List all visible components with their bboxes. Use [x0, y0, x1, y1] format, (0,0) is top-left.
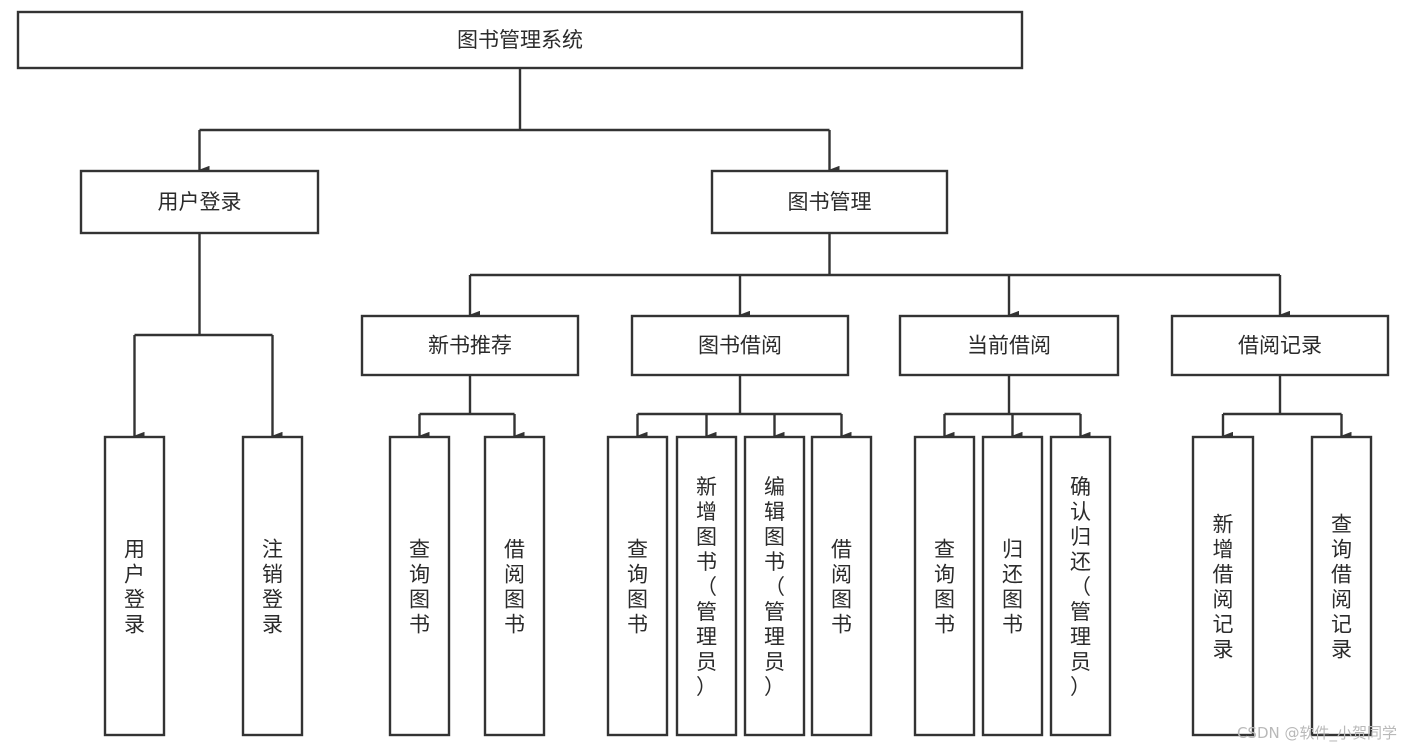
node-book-manage-box[interactable] — [710, 169, 949, 235]
node-new-book-recommend-label: 新书推荐 — [428, 334, 512, 358]
node-leaf-borrow-book-2-label: 借阅图书 — [831, 538, 852, 637]
node-leaf-query-record-label: 查询借阅记录 — [1331, 513, 1352, 662]
node-leaf-borrow-book-1[interactable]: 借阅图书 — [483, 435, 546, 737]
node-leaf-edit-book[interactable]: 编辑图书（管理员） — [743, 435, 806, 737]
node-new-book-recommend[interactable]: 新书推荐 — [360, 314, 580, 377]
node-leaf-logout-label: 注销登录 — [262, 538, 283, 637]
connector-layer — [133, 68, 1352, 441]
node-current-borrow-box[interactable] — [898, 314, 1120, 377]
node-leaf-edit-book-label: 编辑图书（管理员） — [764, 475, 785, 699]
node-root-box[interactable] — [16, 10, 1024, 70]
node-leaf-user-login-label: 用户登录 — [124, 538, 145, 637]
node-user-login-label: 用户登录 — [158, 190, 242, 214]
node-leaf-return-book-label: 归还图书 — [1002, 538, 1023, 637]
node-leaf-query-book-3-label: 查询图书 — [934, 538, 955, 637]
node-user-login[interactable]: 用户登录 — [79, 169, 320, 235]
node-leaf-query-book-2-box[interactable] — [606, 435, 669, 737]
node-book-manage[interactable]: 图书管理 — [710, 169, 949, 235]
node-book-borrow[interactable]: 图书借阅 — [630, 314, 850, 377]
node-leaf-add-book[interactable]: 新增图书（管理员） — [675, 435, 738, 737]
node-leaf-query-record-box[interactable] — [1310, 435, 1373, 737]
node-leaf-edit-book-box[interactable] — [743, 435, 806, 737]
node-leaf-add-record[interactable]: 新增借阅记录 — [1191, 435, 1255, 737]
node-layer: 图书管理系统用户登录图书管理新书推荐图书借阅当前借阅借阅记录用户登录注销登录查询… — [16, 10, 1390, 737]
node-leaf-query-book-3[interactable]: 查询图书 — [913, 435, 976, 737]
node-leaf-logout-box[interactable] — [241, 435, 304, 737]
node-leaf-borrow-book-2-box[interactable] — [810, 435, 873, 737]
node-leaf-user-login-box[interactable] — [103, 435, 166, 737]
node-leaf-borrow-book-1-box[interactable] — [483, 435, 546, 737]
node-new-book-recommend-box[interactable] — [360, 314, 580, 377]
node-borrow-record-label: 借阅记录 — [1238, 334, 1322, 358]
node-leaf-add-record-box[interactable] — [1191, 435, 1255, 737]
node-leaf-user-login[interactable]: 用户登录 — [103, 435, 166, 737]
node-leaf-confirm-return[interactable]: 确认归还（管理员） — [1049, 435, 1112, 737]
node-borrow-record[interactable]: 借阅记录 — [1170, 314, 1390, 377]
node-book-borrow-label: 图书借阅 — [698, 334, 782, 358]
node-leaf-query-book-2[interactable]: 查询图书 — [606, 435, 669, 737]
node-leaf-query-book-1-label: 查询图书 — [409, 538, 430, 637]
node-borrow-record-box[interactable] — [1170, 314, 1390, 377]
node-leaf-query-book-1-box[interactable] — [388, 435, 451, 737]
node-book-manage-label: 图书管理 — [788, 190, 872, 214]
node-leaf-logout[interactable]: 注销登录 — [241, 435, 304, 737]
node-root[interactable]: 图书管理系统 — [16, 10, 1024, 70]
node-leaf-query-record[interactable]: 查询借阅记录 — [1310, 435, 1373, 737]
node-root-label: 图书管理系统 — [457, 28, 583, 52]
watermark-text: CSDN @软件_小贺同学 — [1236, 724, 1397, 742]
node-leaf-confirm-return-box[interactable] — [1049, 435, 1112, 737]
node-leaf-query-book-3-box[interactable] — [913, 435, 976, 737]
node-leaf-borrow-book-1-label: 借阅图书 — [504, 538, 525, 637]
node-leaf-return-book-box[interactable] — [981, 435, 1044, 737]
node-book-borrow-box[interactable] — [630, 314, 850, 377]
node-leaf-add-book-box[interactable] — [675, 435, 738, 737]
node-leaf-add-book-label: 新增图书（管理员） — [696, 475, 717, 699]
node-leaf-query-book-1[interactable]: 查询图书 — [388, 435, 451, 737]
node-current-borrow-label: 当前借阅 — [967, 334, 1051, 358]
node-leaf-add-record-label: 新增借阅记录 — [1213, 513, 1234, 662]
node-leaf-borrow-book-2[interactable]: 借阅图书 — [810, 435, 873, 737]
node-leaf-return-book[interactable]: 归还图书 — [981, 435, 1044, 737]
node-leaf-query-book-2-label: 查询图书 — [627, 538, 648, 637]
node-leaf-confirm-return-label: 确认归还（管理员） — [1070, 475, 1091, 699]
node-current-borrow[interactable]: 当前借阅 — [898, 314, 1120, 377]
node-user-login-box[interactable] — [79, 169, 320, 235]
